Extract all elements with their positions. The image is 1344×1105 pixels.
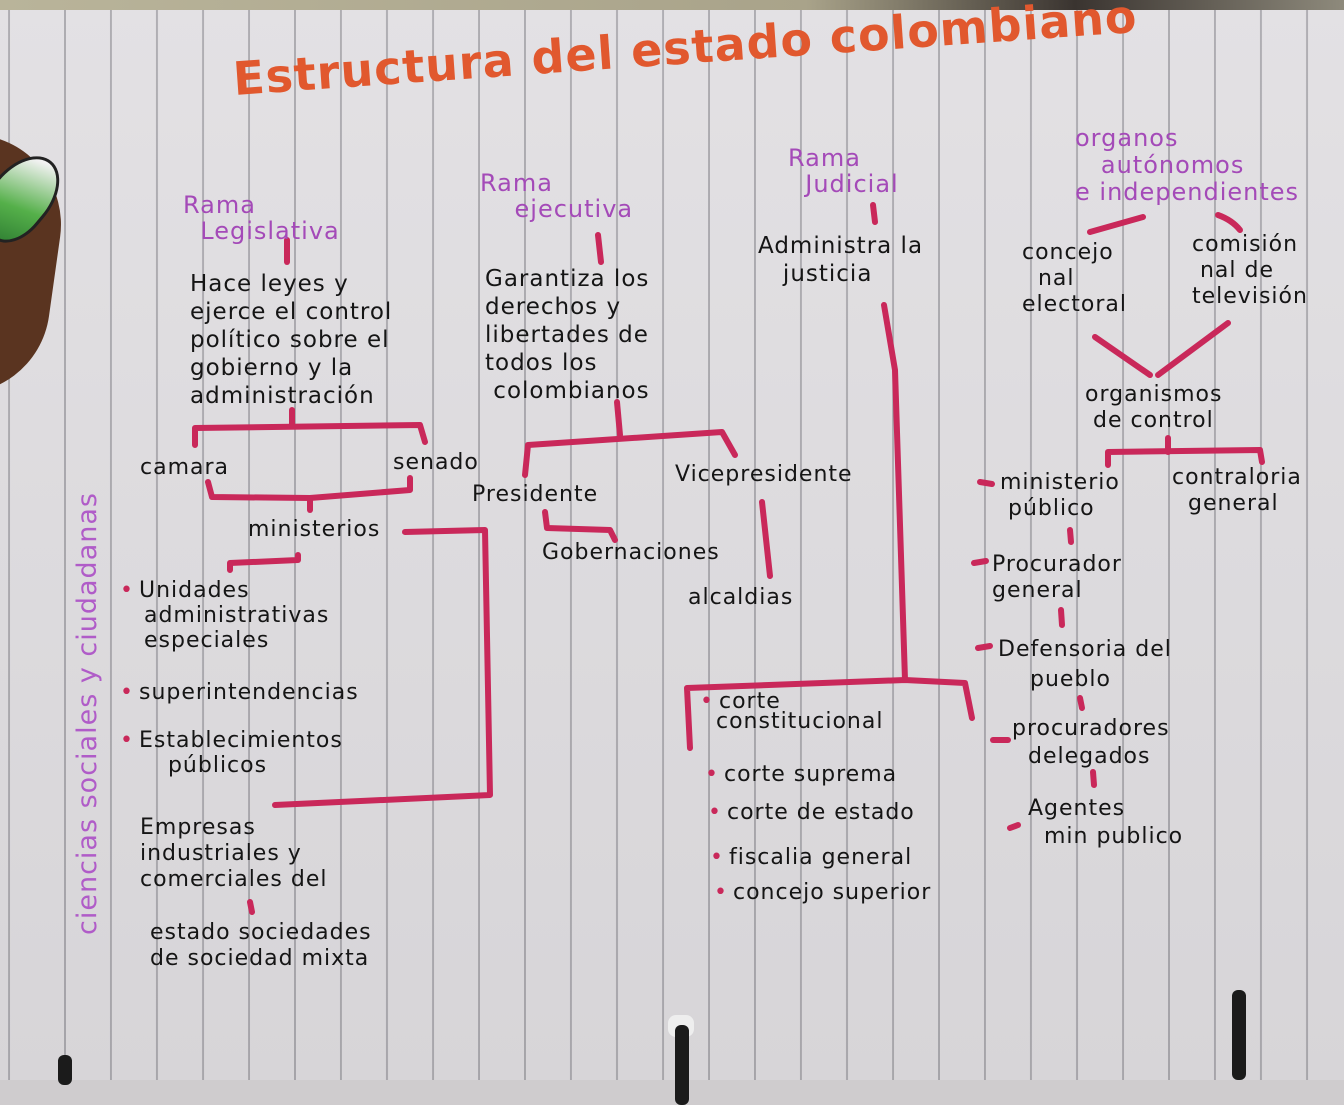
item-unidades-administrativas: Unidades administrativas especiales <box>120 578 329 653</box>
node-contraloria-general: contraloria general <box>1172 465 1302 516</box>
item-fiscalia-general: fiscalia general <box>710 845 912 870</box>
heading-rama-legislativa: Rama Legislativa <box>183 191 340 245</box>
node-presidente: Presidente <box>472 482 599 507</box>
node-sociedades-mixta: estado sociedades de sociedad mixta <box>150 920 372 971</box>
node-agentes-min-publico: Agentes min publico <box>1028 796 1184 849</box>
node-procurador-general: Procurador general <box>992 552 1122 603</box>
node-comision-nal-television: comisión nal de televisión <box>1192 232 1308 309</box>
item-concejo-superior: concejo superior <box>714 880 931 905</box>
node-camara: camara <box>140 455 230 480</box>
ejecutiva-description: Garantiza los derechos y libertades de t… <box>485 266 650 404</box>
node-senado: senado <box>393 450 479 475</box>
binder-ring <box>675 1025 689 1105</box>
binder-ring <box>1232 990 1246 1080</box>
item-corte-constitucional: corte constitucional <box>700 691 883 733</box>
notebook-paper <box>0 0 1344 1080</box>
heading-organos-autonomos: organos autónomos e independientes <box>1075 124 1300 206</box>
item-corte-de-estado: corte de estado <box>708 800 915 825</box>
binder-ring <box>58 1055 72 1085</box>
node-defensoria-pueblo: Defensoria del pueblo <box>998 637 1172 692</box>
node-procuradores-delegados: procuradores delegados <box>1012 716 1170 769</box>
node-alcaldias: alcaldias <box>688 585 794 610</box>
node-ministerio-publico: ministerio público <box>1000 470 1120 521</box>
paper-edge <box>0 0 1344 10</box>
heading-rama-judicial: Rama Judicial <box>788 144 899 198</box>
node-organismos-de-control: organismos de control <box>1085 382 1223 433</box>
connector-lines <box>192 202 1265 915</box>
node-empresas-industriales: Empresas industriales y comerciales del <box>140 815 328 892</box>
item-superintendencias: superintendencias <box>120 680 359 705</box>
node-ministerios: ministerios <box>248 517 381 542</box>
item-establecimientos-publicos: Establecimientos públicos <box>120 728 343 778</box>
item-corte-suprema: corte suprema <box>705 762 897 787</box>
heading-rama-ejecutiva: Rama ejecutiva <box>480 169 634 223</box>
node-concejo-nal-electoral: concejo nal electoral <box>1022 240 1128 317</box>
judicial-description: Administra la justicia <box>758 233 924 287</box>
legislativa-description: Hace leyes y ejerce el control político … <box>190 271 393 409</box>
node-gobernaciones: Gobernaciones <box>542 540 720 565</box>
node-vicepresidente: Vicepresidente <box>675 462 853 487</box>
